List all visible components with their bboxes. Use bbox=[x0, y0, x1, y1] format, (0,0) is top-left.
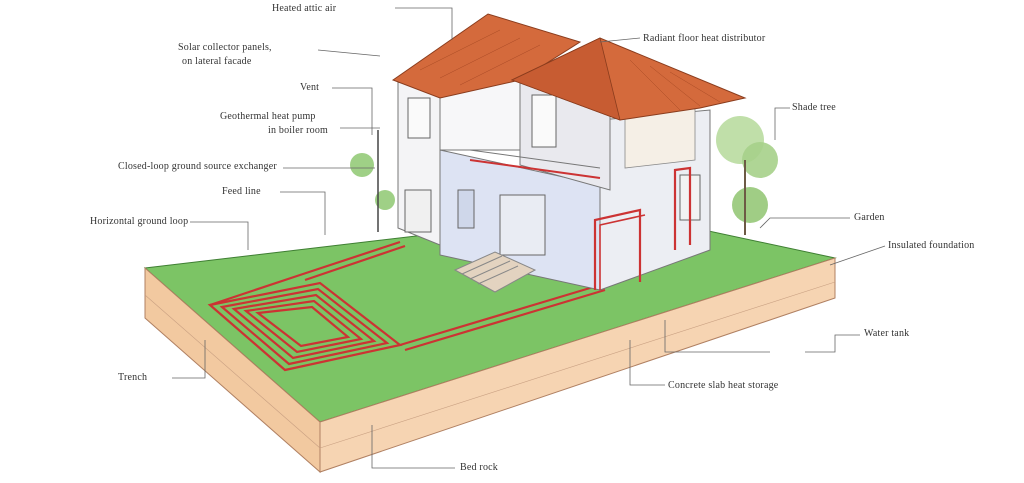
label-water-tank: Water tank bbox=[864, 328, 909, 340]
label-insulated-foundation: Insulated foundation bbox=[888, 240, 974, 252]
label-vent: Vent bbox=[300, 82, 319, 94]
label-shade-tree: Shade tree bbox=[792, 102, 836, 114]
tree-left bbox=[350, 130, 395, 232]
label-trench: Trench bbox=[118, 372, 147, 384]
label-solar-collector-line2: on lateral facade bbox=[182, 56, 251, 68]
label-slab-heat-storage: Concrete slab heat storage bbox=[668, 380, 778, 392]
label-feed-line: Feed line bbox=[222, 186, 261, 198]
label-ground-source-exchanger: Closed-loop ground source exchanger bbox=[118, 161, 277, 173]
label-garden: Garden bbox=[854, 212, 885, 224]
label-solar-collector-line1: Solar collector panels, bbox=[178, 42, 272, 54]
label-roof-top: Heated attic air bbox=[272, 3, 336, 15]
label-heat-pump-line1: Geothermal heat pump bbox=[220, 111, 316, 123]
tree-right bbox=[716, 116, 778, 235]
label-heat-pump-line2: in boiler room bbox=[268, 125, 328, 137]
label-horizontal-loop: Horizontal ground loop bbox=[90, 216, 188, 228]
label-bedrock: Bed rock bbox=[460, 462, 498, 474]
label-floor-heat-distributor: Radiant floor heat distributor bbox=[643, 33, 765, 45]
